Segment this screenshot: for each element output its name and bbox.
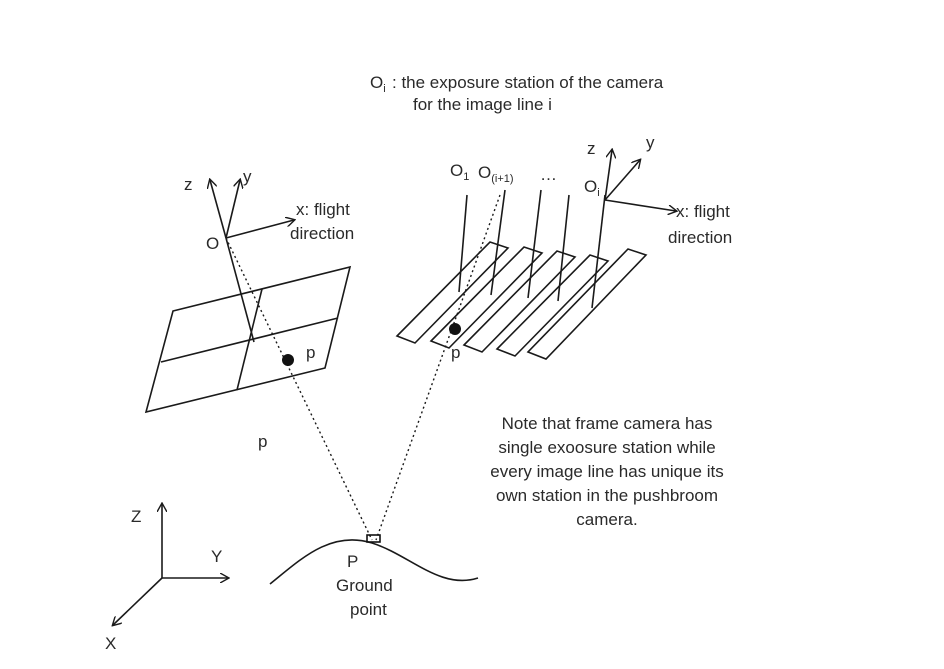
note-line-1: Note that frame camera has (502, 414, 713, 433)
note-block: Note that frame camera has single exoosu… (490, 414, 723, 529)
pushbroom-image-point-label: p (451, 343, 460, 362)
title-line-2: for the image line i (413, 95, 552, 114)
frame-x-label-2: direction (290, 224, 354, 243)
world-z-label: Z (131, 507, 141, 526)
frame-camera-group: z y x: flight direction O p (144, 167, 373, 541)
ground-point-marker (366, 534, 381, 543)
pushbroom-strip-2 (429, 246, 544, 349)
pushbroom-x-label-1: x: flight (676, 202, 730, 221)
ground-group: P Ground point (269, 534, 479, 619)
pushbroom-y-axis (604, 160, 640, 201)
pushbroom-station-i-label: Oi (584, 177, 600, 199)
pushbroom-ray (375, 194, 501, 541)
frame-image-point (282, 354, 294, 366)
stray-p-label: p (258, 432, 267, 451)
pushbroom-station-line-3 (527, 189, 542, 299)
note-line-3: every image line has unique its (490, 462, 723, 481)
world-x-label: X (105, 634, 116, 653)
frame-image-point-label: p (306, 343, 315, 362)
pushbroom-z-label: z (587, 139, 596, 158)
pushbroom-station-line-1 (458, 194, 468, 293)
pushbroom-station-2-label: O(i+1) (478, 163, 514, 185)
note-line-4: own station in the pushbroom (496, 486, 718, 505)
frame-origin-label: O (206, 234, 219, 253)
ground-label-1: Ground (336, 576, 393, 595)
world-y-label: Y (211, 547, 222, 566)
frame-x-axis (225, 220, 294, 239)
frame-y-label: y (243, 167, 252, 186)
world-axes-group: Z Y X (105, 504, 228, 653)
pushbroom-station-line-i (591, 194, 606, 309)
frame-plane-vline (236, 288, 263, 391)
pushbroom-station-1-label: O1 (450, 161, 469, 183)
pushbroom-station-line-2 (490, 189, 506, 296)
note-line-5: camera. (576, 510, 637, 529)
pushbroom-strip-1 (395, 241, 510, 344)
frame-image-plane (144, 265, 352, 414)
frame-ray (225, 237, 373, 541)
pushbroom-strip-5 (526, 248, 648, 360)
pushbroom-y-label: y (646, 133, 655, 152)
frame-y-axis (225, 180, 240, 239)
ground-label-2: point (350, 600, 387, 619)
ground-terrain (269, 539, 479, 585)
pushbroom-camera-group: O1 O(i+1) … Oi z y x: flight direction p (375, 133, 732, 541)
frame-z-label: z (184, 175, 193, 194)
note-line-2: single exoosure station while (498, 438, 715, 457)
frame-principal-axis (225, 237, 255, 343)
pushbroom-image-point (449, 323, 461, 335)
pushbroom-strip-4 (495, 254, 610, 357)
pushbroom-station-line-4 (557, 194, 570, 302)
pushbroom-x-axis (604, 199, 676, 211)
ground-point-label: P (347, 552, 358, 571)
frame-z-axis (210, 180, 227, 239)
pushbroom-strip-3 (462, 250, 577, 353)
pushbroom-x-label-2: direction (668, 228, 732, 247)
frame-x-label-1: x: flight (296, 200, 350, 219)
world-x-axis (113, 577, 163, 625)
pushbroom-ellipsis: … (540, 165, 557, 184)
pushbroom-z-axis (604, 150, 612, 201)
title-line-1: : the exposure station of the camera (392, 73, 664, 92)
title-station-symbol: Oi (370, 73, 386, 95)
